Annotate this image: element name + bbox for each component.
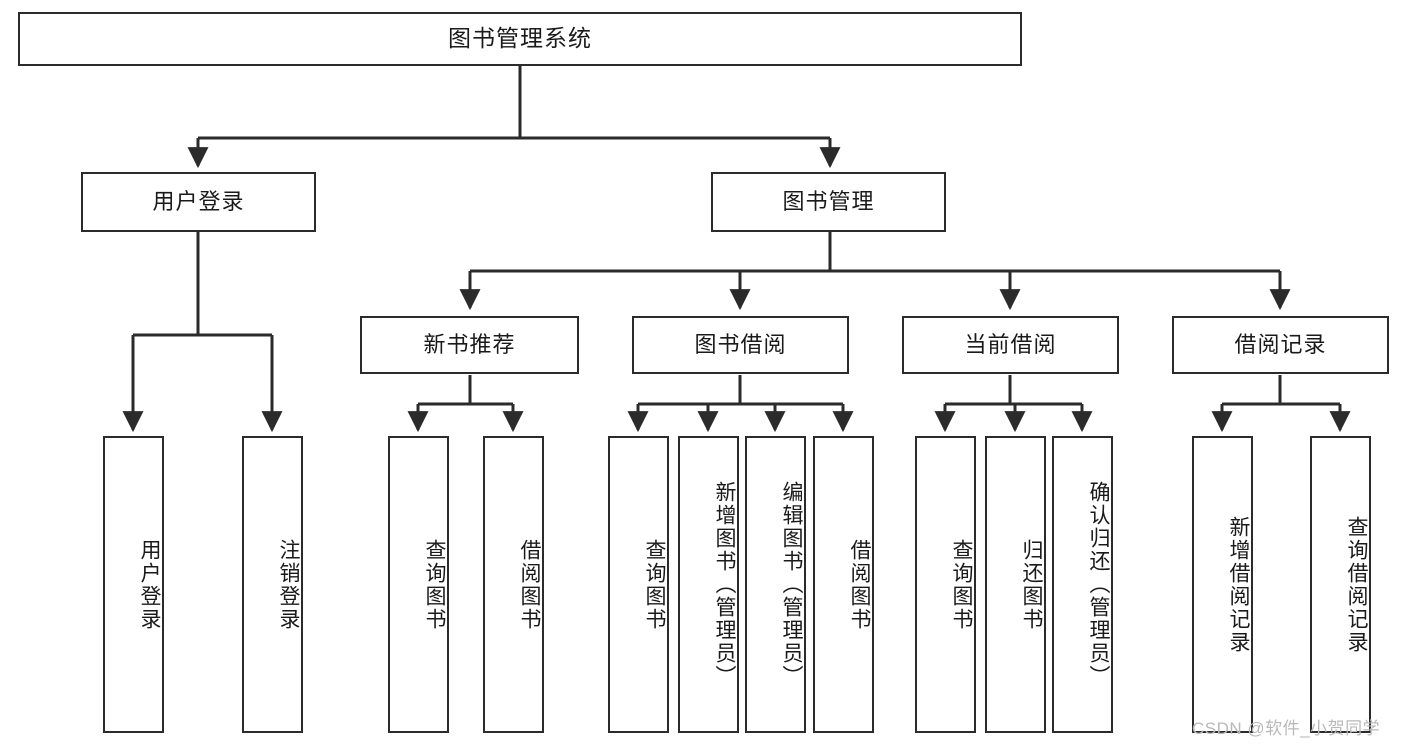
node-leaf-edit-book-label: 编辑图书（管理员） (780, 481, 803, 688)
node-leaf-return-book-label: 归还图书 (1020, 538, 1043, 631)
node-leaf-add-book-label: 新增图书（管理员） (713, 481, 736, 688)
node-leaf-user-login-label: 用户登录 (138, 538, 161, 631)
node-new-book-rec[interactable]: 新书推荐 (360, 316, 579, 374)
node-leaf-user-logout-label: 注销登录 (277, 538, 300, 631)
node-leaf-borrow-book-2-label: 借阅图书 (848, 538, 871, 631)
node-leaf-query-book-2-label: 查询图书 (643, 538, 666, 631)
node-leaf-confirm-return-label: 确认归还（管理员） (1087, 481, 1110, 688)
node-book-manage-label: 图书管理 (782, 188, 875, 214)
node-leaf-borrow-book-1-label: 借阅图书 (518, 538, 541, 631)
node-leaf-borrow-book-1[interactable]: 借阅图书 (483, 436, 544, 733)
node-borrow-record[interactable]: 借阅记录 (1172, 316, 1389, 374)
node-leaf-query-book-3-label: 查询图书 (950, 538, 973, 631)
node-root-label: 图书管理系统 (448, 25, 592, 52)
csdn-watermark: CSDN @软件_小贺同学 (1192, 719, 1381, 738)
node-leaf-query-book-2[interactable]: 查询图书 (608, 436, 669, 733)
node-leaf-add-record[interactable]: 新增借阅记录 (1192, 436, 1253, 733)
node-new-book-rec-label: 新书推荐 (423, 331, 516, 357)
node-user-login[interactable]: 用户登录 (81, 172, 316, 232)
node-leaf-confirm-return[interactable]: 确认归还（管理员） (1052, 436, 1113, 733)
node-leaf-user-logout[interactable]: 注销登录 (242, 436, 303, 733)
node-book-manage[interactable]: 图书管理 (711, 172, 946, 232)
node-leaf-user-login[interactable]: 用户登录 (103, 436, 164, 733)
node-leaf-query-record[interactable]: 查询借阅记录 (1310, 436, 1371, 733)
node-root[interactable]: 图书管理系统 (18, 12, 1022, 66)
node-leaf-query-record-label: 查询借阅记录 (1345, 515, 1368, 654)
node-leaf-add-record-label: 新增借阅记录 (1227, 515, 1250, 654)
node-current-borrow[interactable]: 当前借阅 (902, 316, 1119, 374)
node-leaf-query-book-1[interactable]: 查询图书 (388, 436, 449, 733)
node-leaf-borrow-book-2[interactable]: 借阅图书 (813, 436, 874, 733)
node-leaf-edit-book[interactable]: 编辑图书（管理员） (745, 436, 806, 733)
node-current-borrow-label: 当前借阅 (964, 331, 1057, 357)
node-leaf-query-book-1-label: 查询图书 (423, 538, 446, 631)
node-book-borrow-label: 图书借阅 (694, 331, 787, 357)
node-leaf-add-book[interactable]: 新增图书（管理员） (678, 436, 739, 733)
node-leaf-return-book[interactable]: 归还图书 (985, 436, 1046, 733)
node-leaf-query-book-3[interactable]: 查询图书 (915, 436, 976, 733)
node-book-borrow[interactable]: 图书借阅 (632, 316, 849, 374)
node-borrow-record-label: 借阅记录 (1234, 331, 1327, 357)
node-user-login-label: 用户登录 (152, 188, 245, 214)
